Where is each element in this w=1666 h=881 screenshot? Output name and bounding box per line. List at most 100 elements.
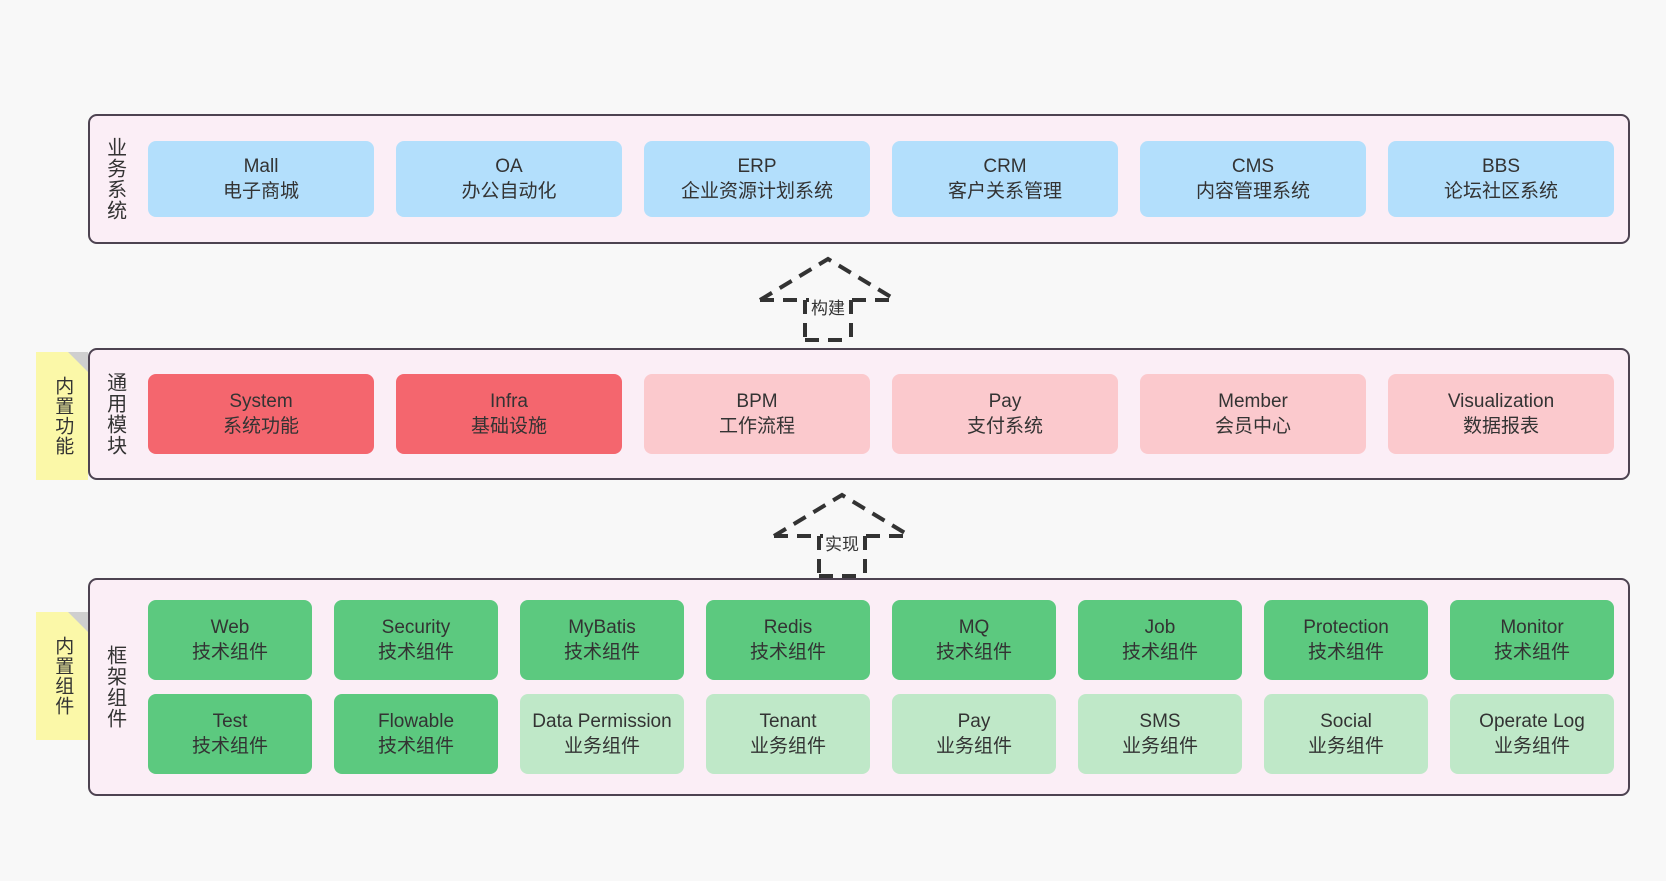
card-subtitle: 业务组件 — [935, 736, 1012, 757]
card-test[interactable]: Test 技术组件 — [148, 694, 312, 774]
card-operate-log[interactable]: Operate Log 业务组件 — [1450, 694, 1614, 774]
layer-business-body: Mall 电子商城 OA 办公自动化 ERP 企业资源计划系统 CRM 客户关系… — [138, 116, 1628, 242]
card-title: MyBatis — [568, 616, 636, 638]
card-cms[interactable]: CMS 内容管理系统 — [1140, 141, 1366, 217]
folded-corner-icon — [68, 352, 88, 372]
connector-implement: 实现 — [772, 492, 912, 578]
card-title: BBS — [1481, 155, 1521, 177]
card-title: Flowable — [377, 710, 455, 732]
card-title: OA — [495, 155, 523, 177]
badge-label: 内置功能 — [52, 376, 74, 456]
card-subtitle: 技术组件 — [1493, 642, 1570, 663]
card-title: Security — [381, 616, 451, 638]
card-subtitle: 业务组件 — [1307, 736, 1384, 757]
card-title: Monitor — [1500, 616, 1564, 638]
card-title: SMS — [1139, 710, 1181, 732]
connector-build-label: 构建 — [809, 294, 847, 319]
implement-arrow-icon — [772, 492, 912, 578]
folded-corner-icon — [68, 612, 88, 632]
card-tenant[interactable]: Tenant 业务组件 — [706, 694, 870, 774]
card-title: Web — [210, 616, 250, 638]
connector-implement-label: 实现 — [823, 530, 861, 555]
card-title: System — [229, 390, 293, 412]
card-subtitle: 技术组件 — [191, 642, 268, 663]
card-subtitle: 企业资源计划系统 — [680, 181, 833, 202]
card-subtitle: 技术组件 — [563, 642, 640, 663]
card-subtitle: 系统功能 — [222, 416, 299, 437]
card-title: Operate Log — [1479, 710, 1585, 732]
card-title: Protection — [1303, 616, 1389, 638]
card-subtitle: 业务组件 — [1121, 736, 1198, 757]
card-job[interactable]: Job 技术组件 — [1078, 600, 1242, 680]
card-title: ERP — [737, 155, 777, 177]
card-subtitle: 技术组件 — [377, 736, 454, 757]
card-subtitle: 技术组件 — [935, 642, 1012, 663]
card-subtitle: 数据报表 — [1462, 416, 1539, 437]
card-title: Test — [212, 710, 248, 732]
card-title: Data Permission — [532, 710, 672, 732]
card-row: Web 技术组件 Security 技术组件 MyBatis 技术组件 Redi… — [148, 600, 1614, 680]
card-title: Pay — [957, 710, 991, 732]
card-redis[interactable]: Redis 技术组件 — [706, 600, 870, 680]
badge-builtin-features: 内置功能 — [36, 352, 88, 480]
card-title: CMS — [1231, 155, 1275, 177]
card-member[interactable]: Member 会员中心 — [1140, 374, 1366, 454]
card-subtitle: 支付系统 — [966, 416, 1043, 437]
card-subtitle: 业务组件 — [1493, 736, 1570, 757]
card-bpm[interactable]: BPM 工作流程 — [644, 374, 870, 454]
card-title: Visualization — [1447, 390, 1555, 412]
card-system[interactable]: System 系统功能 — [148, 374, 374, 454]
card-mybatis[interactable]: MyBatis 技术组件 — [520, 600, 684, 680]
layer-framework-body: Web 技术组件 Security 技术组件 MyBatis 技术组件 Redi… — [138, 580, 1628, 794]
layer-modules-title: 通用模块 — [103, 372, 126, 456]
card-pay[interactable]: Pay 支付系统 — [892, 374, 1118, 454]
card-bbs[interactable]: BBS 论坛社区系统 — [1388, 141, 1614, 217]
card-subtitle: 内容管理系统 — [1195, 181, 1310, 202]
card-subtitle: 技术组件 — [749, 642, 826, 663]
card-subtitle: 业务组件 — [749, 736, 826, 757]
card-title: Tenant — [759, 710, 817, 732]
card-subtitle: 客户关系管理 — [947, 181, 1062, 202]
card-subtitle: 技术组件 — [191, 736, 268, 757]
card-data-permission[interactable]: Data Permission 业务组件 — [520, 694, 684, 774]
card-flowable[interactable]: Flowable 技术组件 — [334, 694, 498, 774]
connector-build: 构建 — [758, 256, 898, 342]
card-subtitle: 技术组件 — [377, 642, 454, 663]
card-title: MQ — [958, 616, 990, 638]
card-protection[interactable]: Protection 技术组件 — [1264, 600, 1428, 680]
card-subtitle: 电子商城 — [222, 181, 299, 202]
card-subtitle: 基础设施 — [470, 416, 547, 437]
card-sms[interactable]: SMS 业务组件 — [1078, 694, 1242, 774]
card-row: Test 技术组件 Flowable 技术组件 Data Permission … — [148, 694, 1614, 774]
card-row: Mall 电子商城 OA 办公自动化 ERP 企业资源计划系统 CRM 客户关系… — [148, 141, 1614, 217]
card-pay-component[interactable]: Pay 业务组件 — [892, 694, 1056, 774]
build-arrow-icon — [758, 256, 898, 342]
card-title: BPM — [736, 390, 778, 412]
badge-label: 内置组件 — [52, 636, 74, 716]
card-infra[interactable]: Infra 基础设施 — [396, 374, 622, 454]
card-oa[interactable]: OA 办公自动化 — [396, 141, 622, 217]
card-social[interactable]: Social 业务组件 — [1264, 694, 1428, 774]
card-title: Pay — [988, 390, 1022, 412]
card-mall[interactable]: Mall 电子商城 — [148, 141, 374, 217]
card-crm[interactable]: CRM 客户关系管理 — [892, 141, 1118, 217]
card-subtitle: 办公自动化 — [461, 181, 557, 202]
card-subtitle: 业务组件 — [563, 736, 640, 757]
card-web[interactable]: Web 技术组件 — [148, 600, 312, 680]
layer-business-systems: 业务系统 Mall 电子商城 OA 办公自动化 ERP 企业资源计划系统 CRM… — [88, 114, 1630, 244]
card-security[interactable]: Security 技术组件 — [334, 600, 498, 680]
card-mq[interactable]: MQ 技术组件 — [892, 600, 1056, 680]
layer-business-title: 业务系统 — [103, 137, 126, 221]
layer-modules-body: System 系统功能 Infra 基础设施 BPM 工作流程 Pay 支付系统… — [138, 350, 1628, 478]
card-title: Job — [1144, 616, 1176, 638]
card-title: Member — [1218, 390, 1288, 412]
card-title: CRM — [983, 155, 1027, 177]
card-title: Social — [1320, 710, 1372, 732]
card-title: Mall — [243, 155, 279, 177]
card-erp[interactable]: ERP 企业资源计划系统 — [644, 141, 870, 217]
badge-builtin-components: 内置组件 — [36, 612, 88, 740]
card-visualization[interactable]: Visualization 数据报表 — [1388, 374, 1614, 454]
card-row: System 系统功能 Infra 基础设施 BPM 工作流程 Pay 支付系统… — [148, 374, 1614, 454]
card-title: Infra — [489, 390, 529, 412]
card-monitor[interactable]: Monitor 技术组件 — [1450, 600, 1614, 680]
